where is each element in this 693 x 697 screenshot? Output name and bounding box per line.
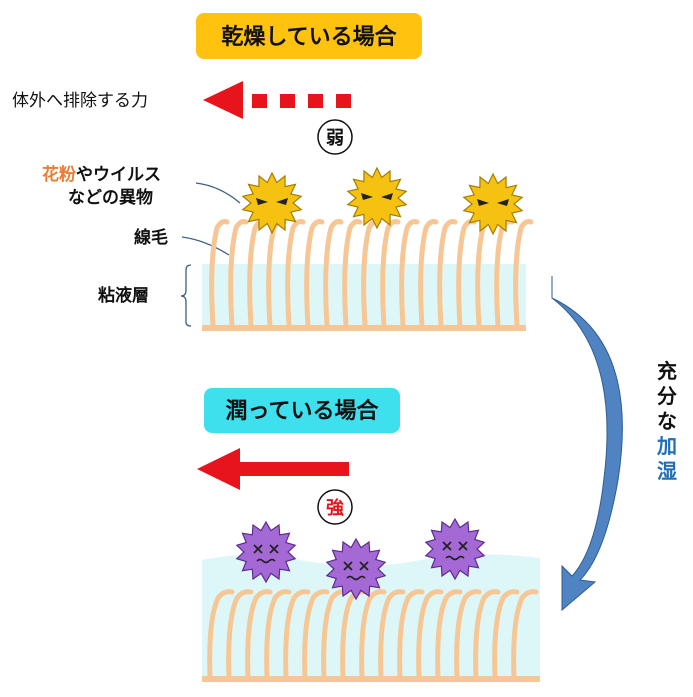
cilium [226,589,254,681]
strong-badge [317,489,353,525]
cilium [342,219,363,329]
cilium [304,219,325,329]
cilium [378,589,406,681]
cilium [264,589,292,681]
moist-cilia-group [207,589,539,681]
cilium [302,589,330,681]
cilium [437,219,458,329]
cilium [416,589,444,681]
cilium [473,589,501,681]
cilium [435,589,463,681]
moist-epithelium [202,676,540,682]
humidify-curved-arrow [551,276,623,612]
cilium [492,589,520,681]
foreign-matter-label-line1: 花粉やウイルス [42,164,161,185]
cilium [209,219,230,329]
pollen-text: 花粉 [42,164,76,185]
virus-germ-icon [424,517,486,581]
humidify-char-1: 充 [657,359,677,383]
weak-arrow-dash-2 [280,94,295,108]
cilium [359,589,387,681]
weak-arrow-dash-3 [308,94,323,108]
humidify-label: 充 分 な 加 湿 [656,359,677,483]
cilium [513,219,534,329]
foreign-matter-leader [195,182,241,204]
pollen-germ-icon [346,166,408,230]
dry-panel: 乾燥している場合 体外へ排除する力 弱 花粉やウイルス などの異物 線毛 粘液層 [12,13,534,331]
humidify-char-3: な [657,409,677,433]
weak-arrow-head [203,81,243,119]
virus-text: やウイルス [76,165,161,185]
expel-force-label: 体外へ排除する力 [12,91,148,111]
cilia-label: 線毛 [134,227,168,248]
weak-arrow-dash-4 [336,94,351,108]
humidify-char-2: 分 [657,384,677,408]
purple-germs [235,517,486,601]
foreign-matter-label-line2: などの異物 [68,187,153,208]
moist-panel: 潤っている場合 強 [197,388,540,682]
weak-arrow-dash-1 [252,94,267,108]
mucus-label: 粘液層 [98,285,149,306]
cilium [207,589,235,681]
cilium [454,589,482,681]
cilium [397,589,425,681]
cilium [418,219,439,329]
pollen-germ-icon [241,171,303,235]
virus-germ-icon [325,537,387,601]
cilium [283,589,311,681]
moist-title: 潤っている場合 [226,398,380,424]
weak-badge [317,119,353,155]
cilium [511,589,539,681]
cilium [228,219,249,329]
dry-title-box [196,13,422,59]
pollen-germ-icon [462,172,524,236]
mucus-bracket [180,264,192,327]
moist-title-box [204,388,400,433]
virus-germ-icon [235,520,297,584]
cilium [245,589,273,681]
yellow-germs [241,166,524,236]
strong-label: 強 [326,497,344,519]
cilia-leader [181,236,230,256]
cilium [380,219,401,329]
humidify-char-4: 加 [656,434,677,458]
humidify-char-5: 湿 [657,459,677,483]
cilium [285,219,306,329]
cilium [321,589,349,681]
strong-arrow-shaft [238,462,349,476]
strong-arrow-head [197,448,240,490]
dry-title: 乾燥している場合 [221,24,397,50]
cilium [399,219,420,329]
weak-label: 弱 [326,128,344,149]
cilium [323,219,344,329]
